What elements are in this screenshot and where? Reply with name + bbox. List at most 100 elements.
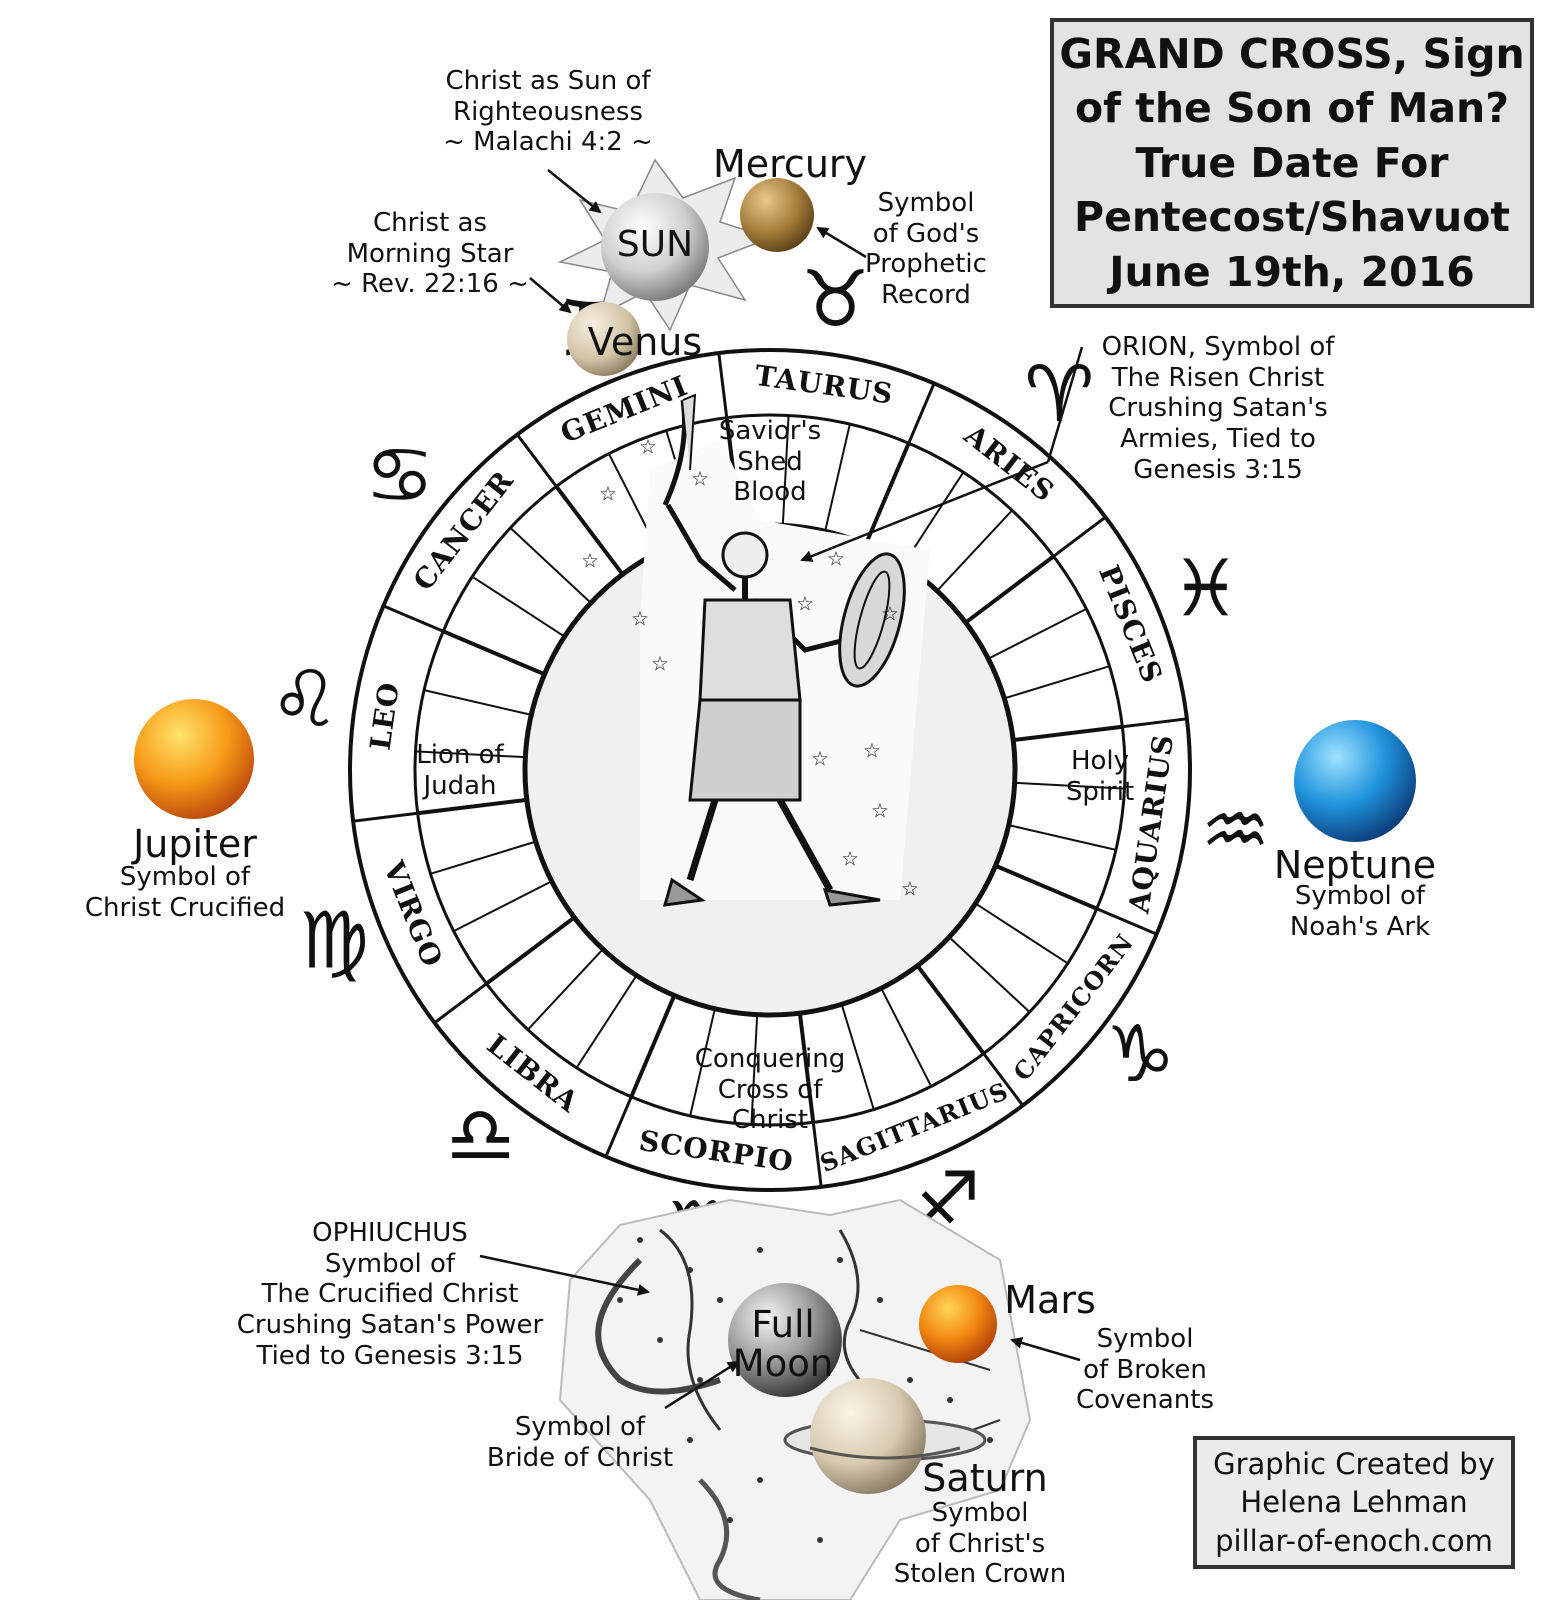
quadrant-label-left: Lion of Judah [400, 740, 520, 801]
quadrant-line: Judah [423, 770, 497, 801]
mars-annotation: Symbol of Broken Covenants [1050, 1324, 1240, 1416]
mars-arrow [1010, 1337, 1081, 1362]
venus-sphere [567, 302, 641, 376]
annotation-line: ~ Rev. 22:16 ~ [331, 269, 529, 300]
degree-tick [471, 575, 566, 638]
quadrant-line: Spirit [1065, 776, 1135, 807]
mars-label: Mars [1004, 1278, 1096, 1322]
constellation-star [947, 1397, 953, 1403]
star-icon: ☆ [639, 435, 657, 459]
orion-annotation: ORION, Symbol of The Risen Christ Crushi… [1078, 332, 1358, 485]
star-icon: ☆ [871, 799, 889, 823]
annotation-line: of Broken [1083, 1354, 1207, 1385]
constellation-star [687, 1437, 693, 1443]
neptune-label: Neptune [1273, 843, 1437, 887]
degree-tick [964, 554, 1055, 625]
star-icon: ☆ [651, 652, 669, 676]
moon-label: Full Moon [718, 1305, 848, 1384]
degree-tick [987, 607, 1087, 660]
quadrant-label-bottom: Conquering Cross of Christ [680, 1044, 860, 1136]
annotation-line: Symbol [877, 188, 975, 218]
constellation-star [727, 1517, 733, 1523]
annotation-line: Christ as [372, 208, 488, 238]
degree-tick [880, 987, 933, 1087]
constellation-star [697, 1377, 703, 1383]
star-icon: ☆ [691, 467, 709, 491]
constellation-star [637, 1237, 643, 1243]
orion-arrow-upper [1046, 346, 1084, 463]
cancer-glyph-icon: ♋ [365, 431, 435, 521]
star-icon: ☆ [881, 602, 899, 626]
sign-divider [717, 352, 729, 418]
title-line: of the Son of Man? [1074, 84, 1510, 133]
sign-divider [433, 982, 488, 1024]
sign-dividers [352, 352, 1188, 1188]
sign-divider [907, 382, 936, 444]
constellation-star [657, 1337, 663, 1343]
constellation-star [687, 1267, 693, 1273]
credit-line: Helena Lehman [1240, 1485, 1468, 1520]
quadrant-line: Conquering [694, 1044, 846, 1074]
saturn-ring-front [809, 1446, 961, 1460]
degree-tick [430, 840, 536, 875]
annotation-line: Stolen Crown [893, 1559, 1067, 1590]
sign-divider [604, 1096, 633, 1158]
sun-arrow [547, 169, 602, 214]
annotation-line: Symbol of [324, 1248, 456, 1279]
annotation-line: Record [881, 280, 971, 311]
star-icon: ☆ [581, 549, 599, 573]
neptune-sphere [1294, 720, 1416, 842]
annotation-line: Genesis 3:15 [1133, 454, 1303, 485]
annotation-line: Righteousness [453, 96, 643, 127]
orion-arrow [800, 460, 1049, 562]
quadrant-label-top: Savior's Shed Blood [700, 416, 840, 508]
saturn-label: Saturn [922, 1456, 1048, 1500]
orion-stars: ☆☆☆☆☆☆☆☆☆☆☆☆☆☆ [581, 435, 919, 901]
quadrant-line: Blood [733, 477, 807, 508]
degree-ticks [415, 415, 1125, 1125]
annotation-line: Crushing Satan's Power [236, 1310, 544, 1341]
aquarius-glyph-icon: ♒ [1200, 786, 1270, 876]
degree-tick [915, 964, 986, 1055]
sign-divider [382, 604, 444, 633]
degree-tick [1012, 724, 1123, 743]
annotation-line: Christ as Sun of [445, 66, 651, 96]
star-icon: ☆ [841, 847, 859, 871]
annotation-arrows [479, 169, 1084, 1410]
virgo-glyph-icon: ♍ [299, 897, 369, 987]
annotation-line: Symbol of [119, 862, 251, 892]
title-box: GRAND CROSS, Sign of the Son of Man? Tru… [1050, 18, 1534, 308]
mercury-annotation: Symbol of God's Prophetic Record [846, 188, 1006, 311]
sign-divider [982, 1052, 1024, 1107]
sign-divider [352, 811, 418, 823]
mercury-sphere [740, 178, 814, 252]
mercury-label: Mercury [712, 142, 868, 186]
pisces-glyph-icon: ♓ [1171, 544, 1241, 634]
constellation-star [837, 1257, 843, 1263]
annotation-line: Crushing Satan's [1108, 393, 1328, 424]
annotation-line: The Risen Christ [1111, 362, 1325, 393]
leo-glyph-icon: ♌ [270, 655, 340, 745]
annotation-line: Bride of Christ [486, 1442, 674, 1473]
degree-tick [974, 902, 1069, 965]
degree-tick [629, 994, 677, 1098]
neptune-annotation: Symbol of Noah's Ark [1250, 881, 1470, 942]
annotation-line: Symbol of [1294, 881, 1426, 911]
title-line: True Date For [1135, 138, 1449, 187]
quadrant-line: Holy [1070, 746, 1130, 776]
mars-sphere [919, 1285, 997, 1363]
quadrant-line: Lion of [416, 740, 504, 770]
star-icon: ☆ [811, 747, 829, 771]
credit-box: Graphic Created by Helena Lehman pillar-… [1193, 1436, 1515, 1569]
jupiter-annotation: Symbol of Christ Crucified [60, 862, 310, 923]
degree-tick [824, 423, 851, 532]
annotation-line: ~ Malachi 4:2 ~ [443, 127, 653, 158]
degree-tick [1014, 781, 1125, 790]
moon-sphere [728, 1283, 842, 1397]
sign-divider [1096, 907, 1158, 936]
venus-annotation: Christ as Morning Star ~ Rev. 22:16 ~ [300, 208, 560, 300]
constellation-star [717, 1297, 723, 1303]
jupiter-label: Jupiter [133, 822, 257, 866]
degree-tick [1008, 824, 1117, 851]
quadrant-line: Shed [737, 446, 803, 477]
